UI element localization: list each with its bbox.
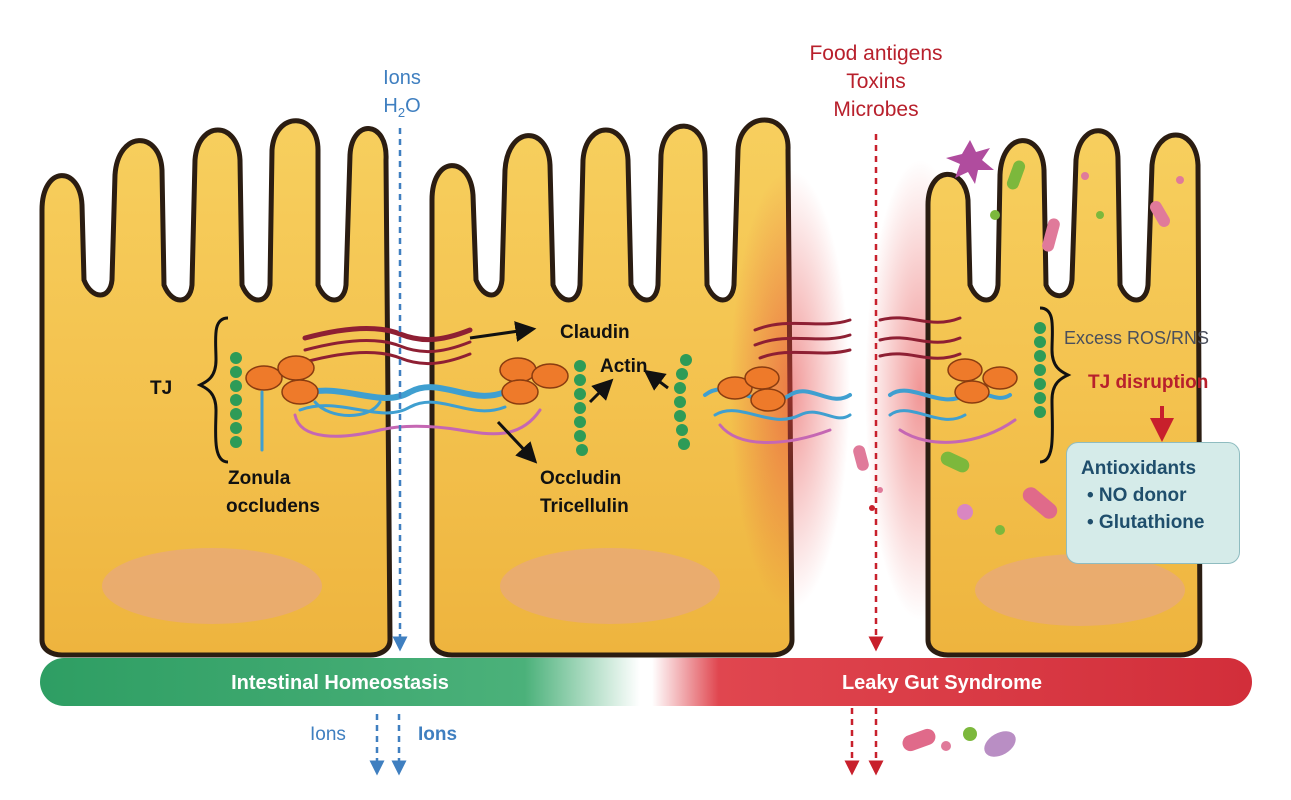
harmful-line-1: Food antigens (809, 42, 942, 65)
homeostasis-label: Intestinal Homeostasis (231, 672, 449, 694)
ions-bottom-left: Ions (310, 724, 346, 745)
leaky-gut-label: Leaky Gut Syndrome (842, 672, 1042, 694)
ions-bottom-right: Ions (418, 724, 457, 745)
excess-ros-label: Excess ROS/RNS (1064, 328, 1209, 348)
occludin-label: Occludin (540, 468, 621, 489)
status-banner (40, 658, 1252, 706)
zonula-label-2: occludens (226, 496, 320, 517)
actin-label: Actin (600, 356, 648, 377)
tj-label: TJ (150, 378, 172, 399)
cell-left (42, 121, 390, 655)
antioxidant-item-glutathione: • Glutathione (1081, 509, 1225, 536)
h2o-label: H2O (383, 95, 420, 120)
nucleus-right (975, 554, 1185, 626)
tricellulin-label: Tricellulin (540, 496, 629, 517)
cell-middle (432, 120, 850, 655)
ions-top-label: Ions (383, 67, 421, 89)
antioxidant-item-no-donor: • NO donor (1081, 482, 1225, 509)
harmful-line-3: Microbes (833, 98, 918, 121)
leaked-microbes (900, 726, 1020, 762)
nucleus-middle (500, 548, 720, 624)
antioxidants-callout: Antioxidants • NO donor • Glutathione (1066, 442, 1240, 564)
tj-disruption-label: TJ disruption (1088, 372, 1208, 393)
antioxidants-title: Antioxidants (1081, 455, 1225, 482)
zonula-label-1: Zonula (228, 468, 291, 489)
harmful-line-2: Toxins (846, 70, 906, 93)
nucleus-left (102, 548, 322, 624)
claudin-label: Claudin (560, 322, 630, 343)
